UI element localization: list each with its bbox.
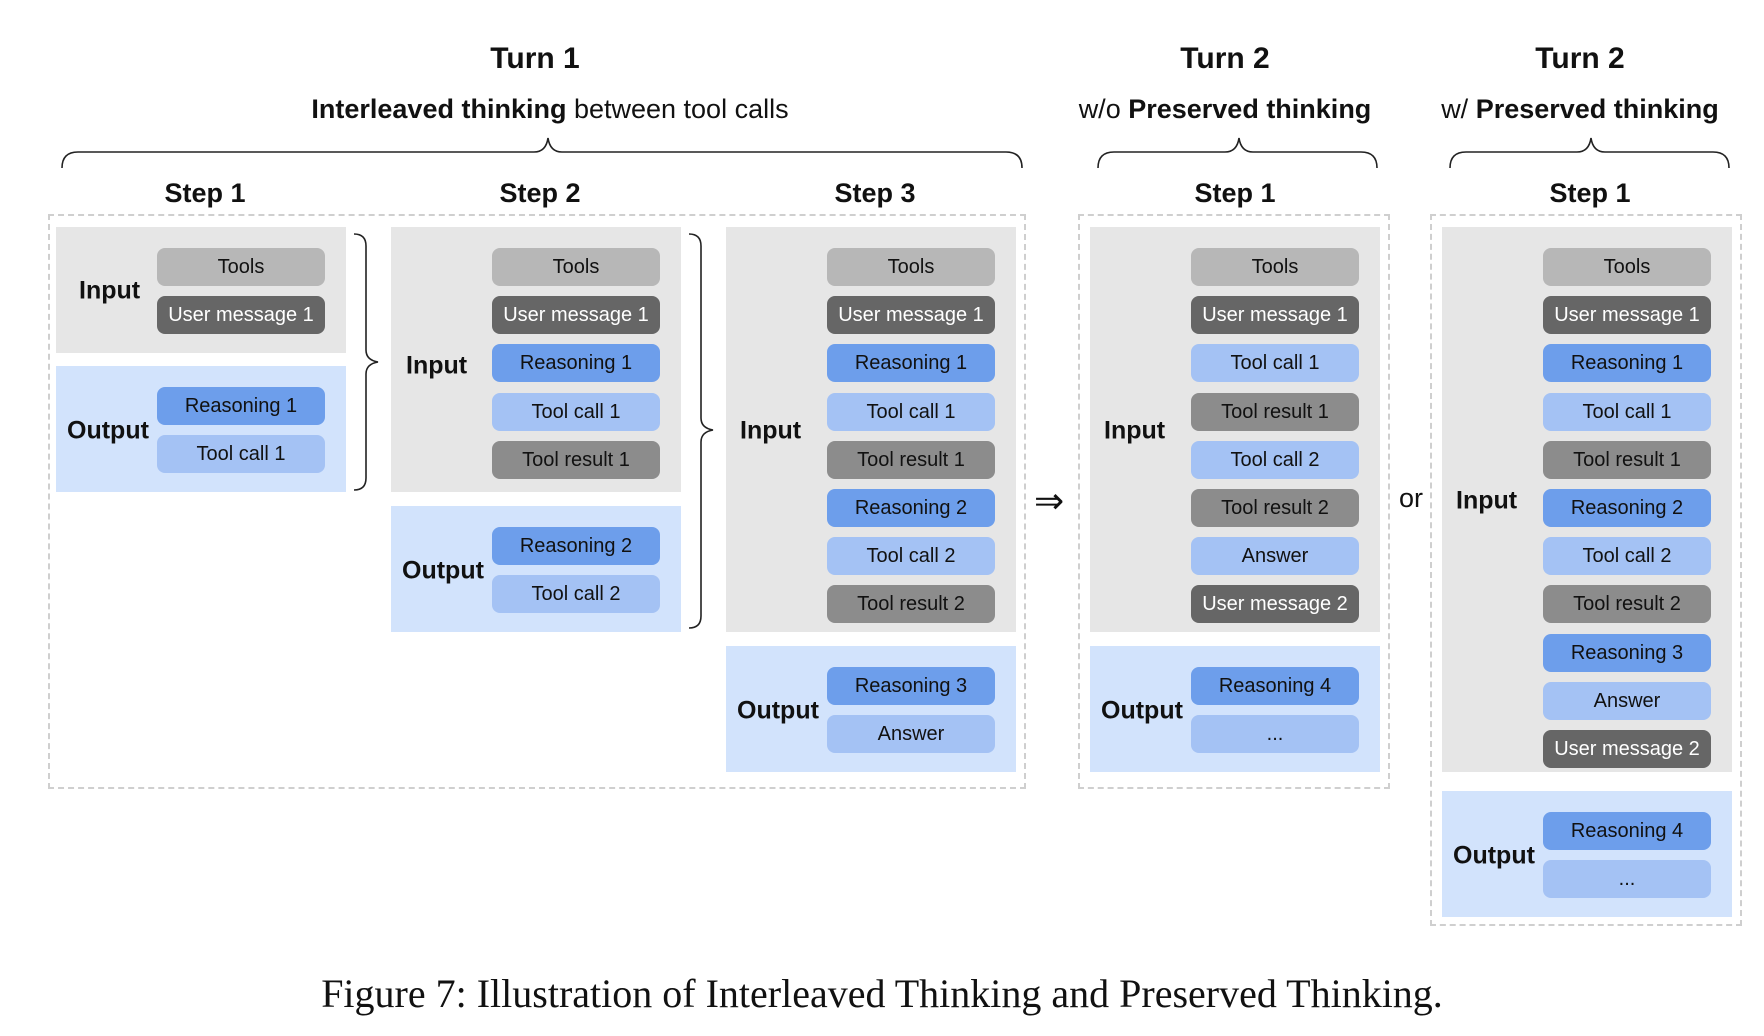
turn1-step2-input-label: Input (406, 351, 468, 380)
t2b-input-tool-call-1-box: Tool call 1 (1543, 393, 1711, 431)
t1s3-output-reasoning-3-box: Reasoning 3 (827, 667, 995, 705)
t2b-input-answer-box: Answer (1543, 682, 1711, 720)
t2b-input-tool-result-1-box: Tool result 1 (1543, 441, 1711, 479)
t2b-output-reasoning-4-box: Reasoning 4 (1543, 812, 1711, 850)
turn1-step3-title: Step 3 (834, 178, 916, 208)
t1s1-output-tool-call-1-box: Tool call 1 (157, 435, 325, 473)
turn2b-input-label: Input (1456, 486, 1518, 515)
figure-caption: Figure 7: Illustration of Interleaved Th… (321, 971, 1443, 1016)
t2a-input-answer-box: Answer (1191, 537, 1359, 575)
t1s3-input-tools-box: Tools (827, 248, 995, 286)
t1s1-output-reasoning-1-box: Reasoning 1 (157, 387, 325, 425)
t1s2-input-tools-box: Tools (492, 248, 660, 286)
t1s3-input-reasoning-2-box: Reasoning 2 (827, 489, 995, 527)
t1s2-input-tool-result-1-box: Tool result 1 (492, 441, 660, 479)
t1s3-input-reasoning-1-box: Reasoning 1 (827, 344, 995, 382)
t1s2-output-reasoning-2-box: Reasoning 2 (492, 527, 660, 565)
t2a-output-ellipsis-box: ... (1191, 715, 1359, 753)
turn2a-step1-title: Step 1 (1194, 178, 1276, 208)
t2a-input-user-message-2-box: User message 2 (1191, 585, 1359, 623)
turn2a-subtitle: w/o Preserved thinking (1055, 94, 1395, 125)
turn2b-group-border (1430, 214, 1742, 926)
t1s3-input-tool-result-2-box: Tool result 2 (827, 585, 995, 623)
turn1-subtitle: Interleaved thinking between tool calls (190, 94, 910, 125)
turn2a-subtitle-pre: w/o (1078, 94, 1129, 124)
t2b-input-reasoning-2-box: Reasoning 2 (1543, 489, 1711, 527)
t1s3-output-answer-box: Answer (827, 715, 995, 753)
t2b-input-tool-call-2-box: Tool call 2 (1543, 537, 1711, 575)
turn2b-subtitle-bold: Preserved thinking (1475, 94, 1719, 124)
turn2b-output-label: Output (1453, 841, 1535, 870)
or-label: or (1399, 483, 1424, 513)
t2a-input-tools-box: Tools (1191, 248, 1359, 286)
turn1-step2-title: Step 2 (499, 178, 581, 208)
step2-right-brace (688, 233, 714, 629)
turn1-step2-output-label: Output (402, 556, 484, 585)
turn1-subtitle-rest: between tool calls (566, 94, 789, 124)
turn2a-title: Turn 2 (1180, 42, 1270, 75)
t1s2-input-reasoning-1-box: Reasoning 1 (492, 344, 660, 382)
turn1-title: Turn 1 (490, 42, 580, 75)
t1s2-input-tool-call-1-box: Tool call 1 (492, 393, 660, 431)
turn1-top-brace (61, 137, 1023, 169)
turn2a-input-label: Input (1104, 416, 1166, 445)
turn2a-subtitle-bold: Preserved thinking (1128, 94, 1372, 124)
t2a-input-tool-call-1-box: Tool call 1 (1191, 344, 1359, 382)
turn2a-group-border (1078, 214, 1390, 789)
t1s3-input-tool-call-1-box: Tool call 1 (827, 393, 995, 431)
t2a-input-tool-result-2-box: Tool result 2 (1191, 489, 1359, 527)
turn2a-top-brace (1097, 137, 1378, 169)
t2a-input-tool-result-1-box: Tool result 1 (1191, 393, 1359, 431)
t1s3-input-user-message-1-box: User message 1 (827, 296, 995, 334)
turn1-step3-input-label: Input (740, 416, 802, 445)
turn2b-top-brace (1449, 137, 1730, 169)
step1-right-brace (353, 233, 379, 491)
t2b-input-reasoning-1-box: Reasoning 1 (1543, 344, 1711, 382)
t2b-output-ellipsis-box: ... (1543, 860, 1711, 898)
turn2b-step1-title: Step 1 (1549, 178, 1631, 208)
turn2a-output-label: Output (1101, 696, 1183, 725)
t2a-input-user-message-1-box: User message 1 (1191, 296, 1359, 334)
turn1-step1-output-label: Output (67, 416, 149, 445)
t2b-input-user-message-1-box: User message 1 (1543, 296, 1711, 334)
t2a-input-tool-call-2-box: Tool call 2 (1191, 441, 1359, 479)
t2b-input-user-message-2-box: User message 2 (1543, 730, 1711, 768)
t2b-input-tool-result-2-box: Tool result 2 (1543, 585, 1711, 623)
t1s1-input-tools-box: Tools (157, 248, 325, 286)
turn1-subtitle-bold: Interleaved thinking (311, 94, 567, 124)
turn1-step1-input-label: Input (79, 276, 141, 305)
t1s2-output-tool-call-2-box: Tool call 2 (492, 575, 660, 613)
arrow-icon: ⇒ (1034, 480, 1065, 521)
t2b-input-tools-box: Tools (1543, 248, 1711, 286)
turn1-step3-output-label: Output (737, 696, 819, 725)
turn2b-title: Turn 2 (1535, 42, 1625, 75)
turn2b-subtitle: w/ Preserved thinking (1425, 94, 1735, 125)
t2a-output-reasoning-4-box: Reasoning 4 (1191, 667, 1359, 705)
turn2b-subtitle-pre: w/ (1441, 94, 1476, 124)
t2b-input-reasoning-3-box: Reasoning 3 (1543, 634, 1711, 672)
turn1-group-border (48, 214, 1026, 789)
t1s1-input-user-message-1-box: User message 1 (157, 296, 325, 334)
turn1-step1-title: Step 1 (164, 178, 246, 208)
t1s3-input-tool-call-2-box: Tool call 2 (827, 537, 995, 575)
t1s3-input-tool-result-1-box: Tool result 1 (827, 441, 995, 479)
t1s2-input-user-message-1-box: User message 1 (492, 296, 660, 334)
